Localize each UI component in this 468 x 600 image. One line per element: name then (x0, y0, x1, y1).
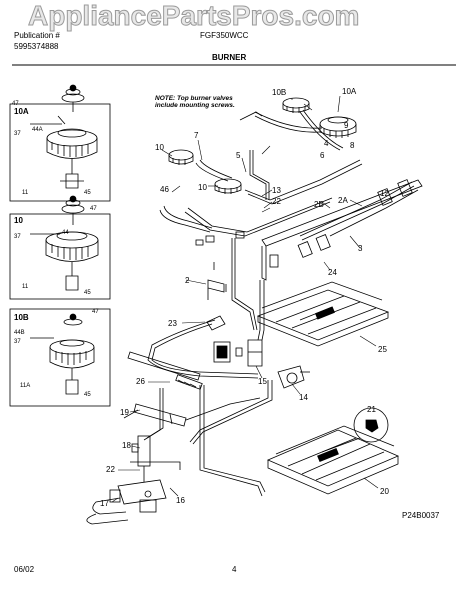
drawing-code: P24B0037 (402, 511, 440, 520)
footer: 06/02 4 P24B0037 (14, 511, 440, 574)
publication-number: 5995374888 (14, 42, 59, 51)
label-17: 17 (100, 499, 109, 508)
watermark: AppliancePartsPros.com (27, 0, 360, 32)
label-46: 46 (160, 185, 169, 194)
label-19: 19 (120, 408, 129, 417)
part-label-44A: 44A (32, 127, 43, 133)
label-2B: 2B (314, 200, 324, 209)
part-label-47: 47 (12, 101, 19, 107)
burner-10A (319, 116, 357, 138)
note-line-2: include mounting screws. (155, 102, 235, 109)
part-label-44B: 44B (14, 330, 25, 336)
section-title: BURNER (212, 53, 247, 62)
burner-tubes (159, 109, 419, 241)
label-10B: 10B (272, 88, 286, 97)
callout-21 (321, 407, 389, 453)
note-line-1: NOTE: Top burner valves (155, 95, 233, 102)
orifice-fittings (195, 231, 245, 300)
label-10-center: 10 (198, 183, 207, 192)
inset-label-10B: 10B (14, 313, 29, 322)
inset-label-10: 10 (14, 216, 23, 225)
label-4: 4 (324, 139, 329, 148)
gas-lines-lower (130, 380, 273, 497)
label-15: 15 (258, 377, 267, 386)
label-10A: 10A (342, 87, 357, 96)
label-2: 2 (185, 276, 190, 285)
publication-label: Publication # (14, 31, 60, 40)
part-label-11: 11 (22, 190, 29, 196)
burner-20 (266, 425, 400, 495)
label-12: 12 (380, 189, 389, 198)
part-label-11A: 11A (20, 383, 30, 389)
label-6: 6 (320, 151, 325, 160)
label-7: 7 (194, 131, 199, 140)
valve-18 (131, 435, 151, 482)
model-number: FGF350WCC (200, 31, 249, 40)
inset-10B (9, 308, 111, 407)
label-5: 5 (236, 151, 241, 160)
callout-labels: 10A 10 10B 47 37 44A 11 45 47 37 44 11 4… (12, 87, 389, 508)
part-label-44: 44 (62, 230, 69, 236)
igniter-26 (127, 351, 203, 390)
label-8: 8 (350, 141, 355, 150)
manifold (261, 179, 423, 281)
regulator-14 (277, 365, 310, 389)
part-label-47b: 47 (90, 206, 97, 212)
spark-module (213, 341, 243, 363)
thermostat-valve-17 (86, 479, 167, 525)
label-25: 25 (378, 345, 387, 354)
pilot-tube-23 (147, 315, 259, 379)
bracket-15 (247, 339, 263, 367)
part-label-45: 45 (84, 190, 91, 196)
label-20: 20 (380, 487, 389, 496)
label-2A: 2A (338, 196, 348, 205)
label-26: 26 (136, 377, 145, 386)
label-22-bottom: 22 (106, 465, 115, 474)
burner-10-left (168, 149, 194, 165)
part-label-47c: 47 (92, 309, 99, 315)
part-label-11b: 11 (22, 284, 29, 290)
part-label-37c: 37 (14, 339, 21, 345)
label-13: 13 (272, 186, 281, 195)
burner-25 (256, 281, 390, 347)
label-23: 23 (168, 319, 177, 328)
supply-tube (231, 238, 265, 341)
label-18: 18 (122, 441, 131, 450)
label-10-left: 10 (155, 143, 164, 152)
part-label-45b: 45 (84, 290, 91, 296)
label-14: 14 (299, 393, 308, 402)
label-16: 16 (176, 496, 185, 505)
part-label-37: 37 (14, 131, 21, 137)
leader-lines (111, 95, 379, 503)
part-label-37b: 37 (14, 234, 21, 240)
label-9: 9 (344, 121, 349, 130)
burner-10B (282, 97, 310, 113)
label-21: 21 (367, 405, 376, 414)
part-label-45c: 45 (84, 392, 91, 398)
label-22-top: 22 (272, 197, 281, 206)
burner-10-center (214, 178, 242, 194)
inset-10A (9, 84, 111, 202)
label-24: 24 (328, 268, 337, 277)
bracket-19 (123, 397, 261, 427)
footer-date: 06/02 (14, 565, 35, 574)
inset-10 (9, 195, 111, 300)
inset-label-10A: 10A (14, 107, 29, 116)
footer-page: 4 (232, 565, 237, 574)
label-3: 3 (358, 244, 363, 253)
